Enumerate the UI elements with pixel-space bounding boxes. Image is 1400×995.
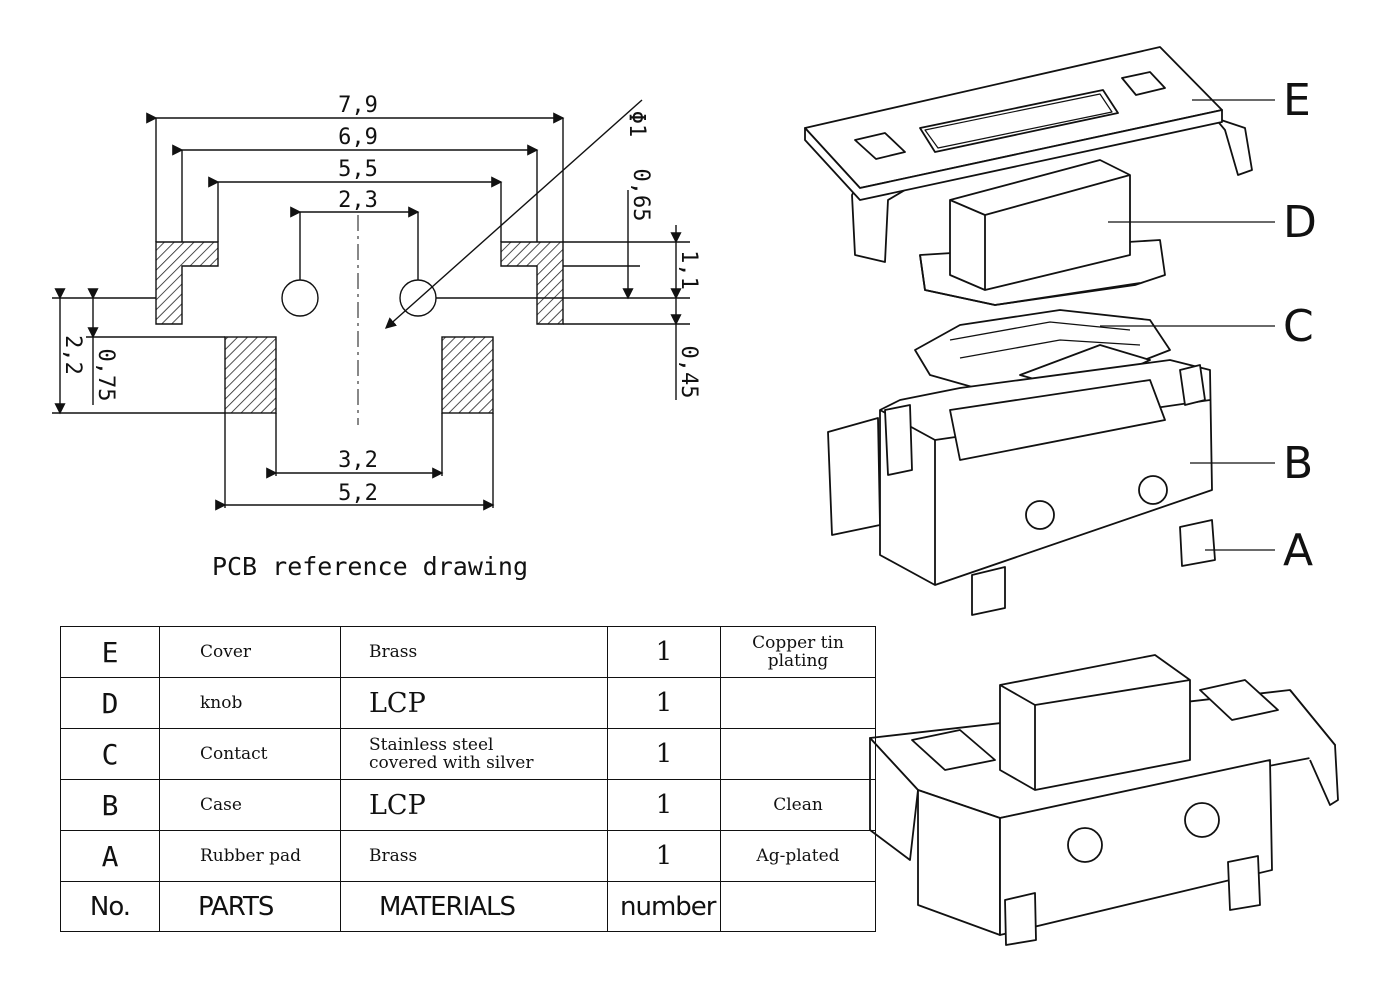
row-note <box>720 677 876 729</box>
callout-a: A <box>1283 525 1313 576</box>
dim-6-9: 6,9 <box>338 125 378 150</box>
assembled-view <box>869 654 1339 946</box>
table-header-row: No. PARTS MATERIALS number <box>60 881 876 932</box>
pcb-dimension-labels: 7,9 6,9 5,5 2,3 3,2 5,2 2,2 0,75 0,65 1,… <box>60 93 701 506</box>
part-e-cover <box>804 46 1253 263</box>
material-line: Stainless steel <box>369 735 494 755</box>
pcb-pad-top-right <box>500 241 564 325</box>
dim-5-2: 5,2 <box>338 481 378 506</box>
row-part: Cover <box>159 626 341 678</box>
pcb-reference-drawing <box>52 99 690 511</box>
callout-d: D <box>1283 197 1317 248</box>
table-row: D knob LCP 1 <box>60 677 876 729</box>
part-a-terminals <box>971 519 1216 616</box>
row-no: C <box>60 728 160 780</box>
dim-5-5: 5,5 <box>338 157 378 182</box>
row-material: Stainless steel covered with silver <box>340 728 608 780</box>
row-material: Brass <box>340 830 608 882</box>
row-number: 1 <box>607 779 721 831</box>
dim-2-2: 2,2 <box>60 335 85 375</box>
row-part: knob <box>159 677 341 729</box>
header-no: No. <box>60 881 160 932</box>
table-row: C Contact Stainless steel covered with s… <box>60 728 876 780</box>
row-part: Case <box>159 779 341 831</box>
row-no: B <box>60 779 160 831</box>
exploded-view <box>804 46 1253 616</box>
pcb-pad-bottom-left <box>224 336 277 414</box>
row-material: Brass <box>340 626 608 678</box>
note-line: plating <box>767 651 829 671</box>
row-number: 1 <box>607 677 721 729</box>
callout-e: E <box>1283 75 1311 126</box>
callout-c: C <box>1283 301 1314 352</box>
material-line: covered with silver <box>369 753 534 773</box>
row-note: Clean <box>720 779 876 831</box>
row-no: A <box>60 830 160 882</box>
dim-7-9: 7,9 <box>338 93 378 118</box>
dim-2-3: 2,3 <box>338 188 378 213</box>
parts-table: E Cover Brass 1 Copper tin plating D kno… <box>60 626 876 932</box>
row-material: LCP <box>340 677 608 729</box>
callout-b: B <box>1283 438 1313 489</box>
row-note <box>720 728 876 780</box>
row-no: E <box>60 626 160 678</box>
row-no: D <box>60 677 160 729</box>
row-part: Rubber pad <box>159 830 341 882</box>
row-number: 1 <box>607 728 721 780</box>
note-line: Copper tin <box>752 633 844 653</box>
header-note <box>720 881 876 932</box>
row-part: Contact <box>159 728 341 780</box>
pcb-hole-left <box>281 279 319 317</box>
dim-3-2: 3,2 <box>338 448 378 473</box>
pcb-pad-top-left <box>155 241 219 325</box>
row-note: Ag-plated <box>720 830 876 882</box>
dim-hole-diameter: Φ1 <box>624 111 649 138</box>
header-parts: PARTS <box>159 881 341 932</box>
pcb-pad-bottom-right <box>441 336 494 414</box>
row-note: Copper tin plating <box>720 626 876 678</box>
dim-0-65: 0,65 <box>628 169 653 222</box>
part-d-knob <box>919 159 1166 306</box>
row-number: 1 <box>607 830 721 882</box>
table-row: E Cover Brass 1 Copper tin plating <box>60 626 876 678</box>
callout-labels: E D C B A <box>1283 75 1317 576</box>
table-row: B Case LCP 1 Clean <box>60 779 876 831</box>
row-number: 1 <box>607 626 721 678</box>
pcb-drawing-caption: PCB reference drawing <box>212 552 528 581</box>
header-materials: MATERIALS <box>340 881 608 932</box>
dim-1-1: 1,1 <box>676 250 701 290</box>
dim-0-45: 0,45 <box>676 346 701 399</box>
dim-0-75: 0,75 <box>93 349 118 402</box>
table-row: A Rubber pad Brass 1 Ag-plated <box>60 830 876 882</box>
part-b-case <box>827 359 1213 586</box>
header-number: number <box>607 881 721 932</box>
row-material: LCP <box>340 779 608 831</box>
callout-leaders <box>1100 99 1275 551</box>
